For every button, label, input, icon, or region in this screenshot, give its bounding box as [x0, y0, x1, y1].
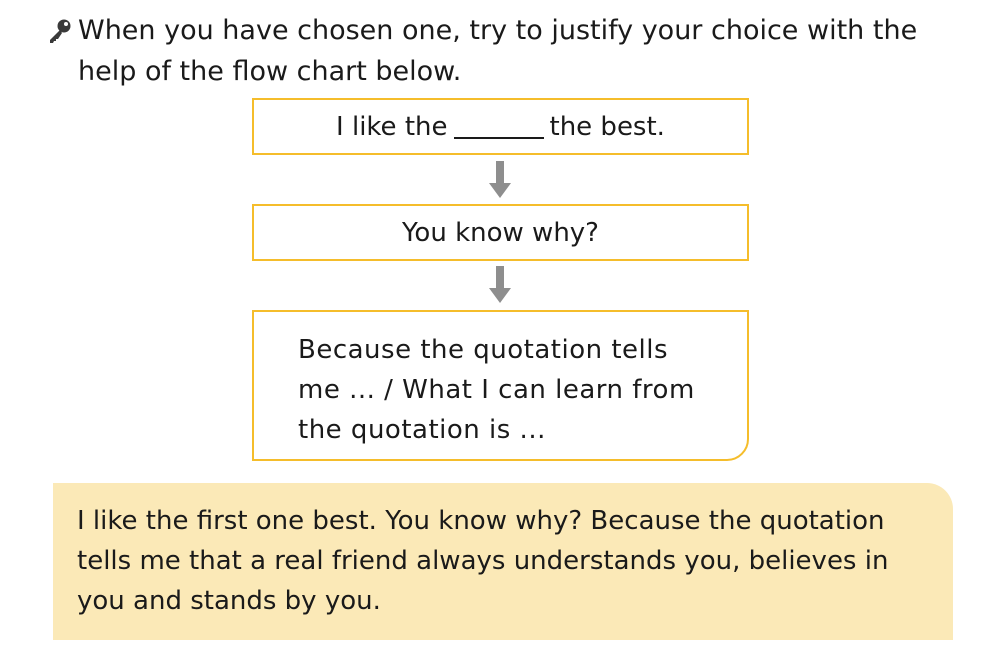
- flow-step-3-line-2: me ... / What I can learn from: [298, 375, 695, 405]
- sample-answer: I like the first one best. You know why?…: [53, 483, 953, 640]
- sample-answer-text: I like the first one best. You know why?…: [77, 506, 889, 616]
- flow-step-3: Because the quotation tells me ... / Wha…: [252, 310, 749, 461]
- flow-step-3-line-3: the quotation is ...: [298, 415, 546, 445]
- flow-step-2: You know why?: [252, 204, 749, 261]
- flow-step-1-before: I like the: [336, 111, 448, 142]
- instruction: When you have chosen one, try to justify…: [46, 10, 946, 92]
- down-arrow-icon: [488, 161, 512, 199]
- flow-step-1-after: the best.: [549, 111, 665, 142]
- instruction-text: When you have chosen one, try to justify…: [78, 15, 918, 87]
- flow-step-3-line-1: Because the quotation tells: [298, 335, 669, 365]
- flow-step-1: I like the the best.: [252, 98, 749, 155]
- fill-in-blank: [453, 115, 544, 139]
- down-arrow-icon: [488, 266, 512, 304]
- flow-step-2-text: You know why?: [402, 217, 599, 248]
- key-icon: [46, 16, 74, 44]
